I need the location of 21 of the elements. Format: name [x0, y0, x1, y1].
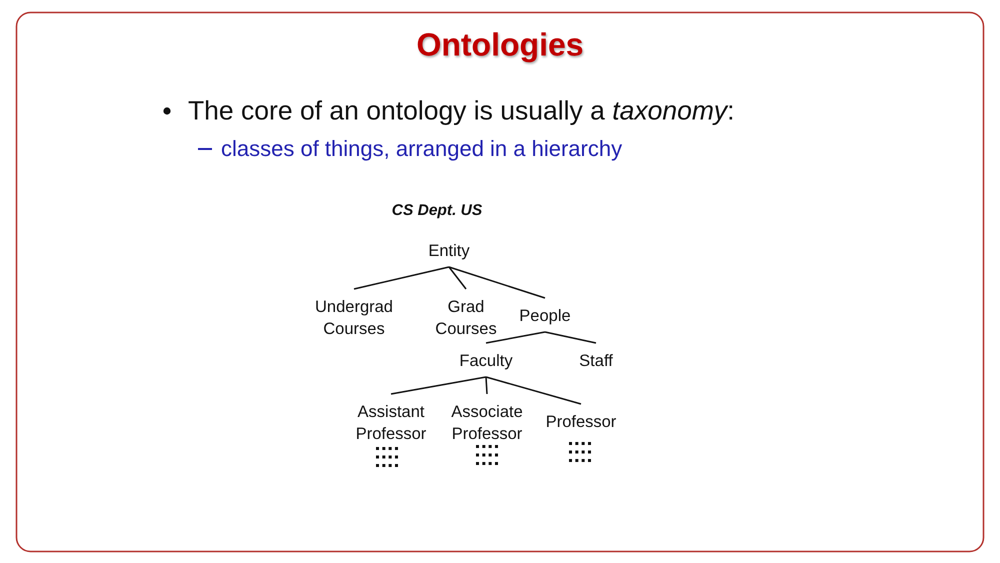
class-label: Assistant Professor	[354, 394, 428, 450]
tree-line	[448, 266, 546, 299]
class-label: Staff	[577, 343, 615, 377]
tree-line	[486, 331, 546, 344]
slide-title: Ontologies	[416, 26, 584, 64]
tree-line	[544, 331, 596, 344]
class-label: Grad Courses	[433, 289, 499, 345]
tree-line	[486, 376, 582, 405]
class-label: Entity	[426, 233, 472, 267]
class-label: Undergrad Courses	[313, 289, 395, 345]
class-label: People	[517, 298, 573, 332]
bullet-text: The core of an ontology is usually a taxonomy:	[188, 96, 735, 126]
class-label: Associate Professor	[449, 394, 525, 450]
tree-line	[448, 266, 467, 290]
tree-line	[485, 376, 488, 394]
tree-line	[390, 376, 486, 395]
class-label: Faculty	[457, 343, 515, 377]
sub-bullet-text: classes of things, arranged in a hierarchy	[221, 136, 622, 162]
class-label: Professor	[544, 404, 618, 438]
tree-line	[354, 266, 450, 290]
tree-heading: CS Dept. US	[392, 202, 482, 220]
